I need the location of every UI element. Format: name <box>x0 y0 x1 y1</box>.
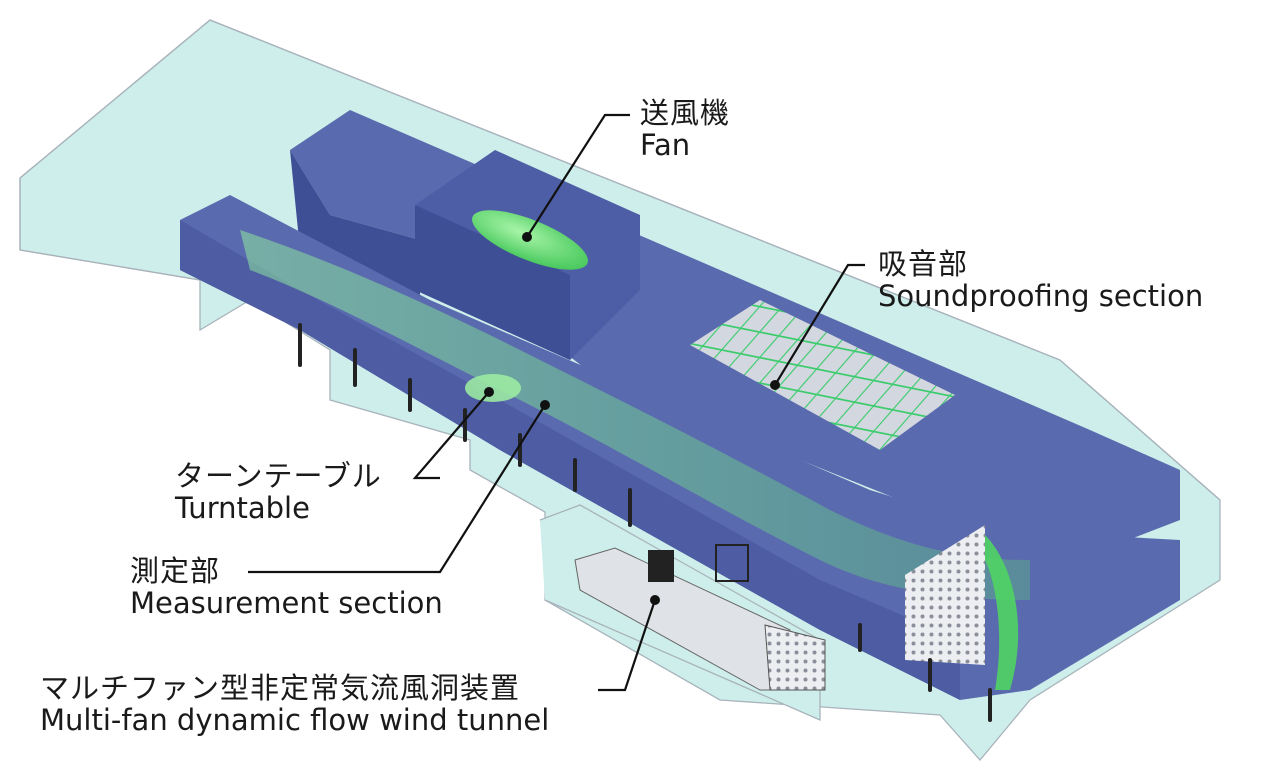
support-posts <box>298 323 992 722</box>
airflow-stream <box>240 230 1030 600</box>
multi-fan-outlet <box>764 624 826 691</box>
label-turntable: ターンテーブル Turntable <box>175 460 382 525</box>
label-multifan: マルチファン型非定常気流風洞装置 Multi-fan dynamic flow … <box>40 672 549 737</box>
fan-housing-front <box>415 205 570 360</box>
leader-lines <box>248 113 865 692</box>
leader-turntable <box>412 391 490 480</box>
label-fan: 送風機 Fan <box>640 97 730 162</box>
leader-fan <box>526 113 630 238</box>
outline-top <box>19 19 1221 501</box>
leader-multifan <box>598 599 657 692</box>
multi-fan-machine <box>574 544 826 691</box>
label-measure-en: Measurement section <box>130 586 443 621</box>
leader-soundproof <box>774 263 865 386</box>
turntable-disc <box>465 374 521 402</box>
leader-dots <box>484 232 780 605</box>
front-duct-side <box>180 220 960 700</box>
label-multifan-jp: マルチファン型非定常気流風洞装置 <box>40 671 521 705</box>
label-measure: 測定部 Measurement section <box>130 555 443 620</box>
label-multifan-en: Multi-fan dynamic flow wind tunnel <box>40 703 550 738</box>
label-soundproof-en: Soundproofing section <box>878 279 1204 314</box>
turning-vanes <box>985 535 1019 690</box>
multi-fan-cylinder <box>648 550 674 582</box>
label-turntable-en: Turntable <box>175 491 310 526</box>
soundproof-mesh <box>690 300 955 450</box>
label-fan-en: Fan <box>640 128 691 163</box>
label-measure-jp: 測定部 <box>130 554 221 588</box>
perforated-screen <box>905 525 985 665</box>
label-soundproof: 吸音部 Soundproofing section <box>878 248 1203 313</box>
label-soundproof-jp: 吸音部 <box>878 247 969 281</box>
label-turntable-jp: ターンテーブル <box>175 459 382 493</box>
label-fan-jp: 送風機 <box>640 96 731 130</box>
outline-wall <box>19 178 201 281</box>
leader-measure <box>248 404 546 574</box>
return-duct-side <box>290 150 420 300</box>
multi-fan-cage <box>715 544 749 582</box>
fan-housing <box>415 150 640 360</box>
